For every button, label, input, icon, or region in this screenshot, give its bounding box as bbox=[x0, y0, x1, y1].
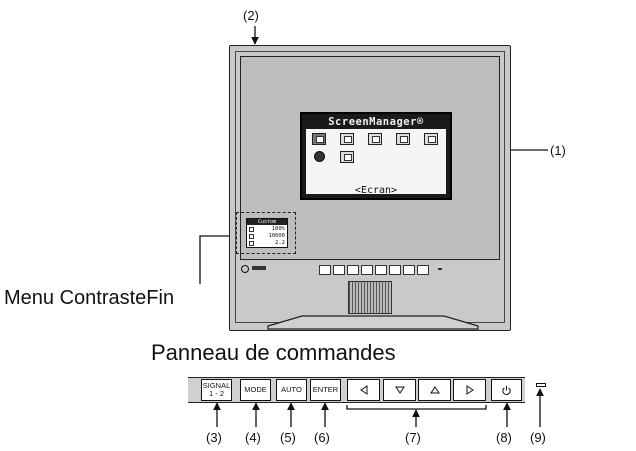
contrastefin-row: 100% bbox=[249, 226, 285, 233]
gamma-icon bbox=[249, 241, 254, 246]
osd-title: ScreenManager® bbox=[328, 116, 424, 128]
power-button[interactable] bbox=[491, 379, 522, 401]
osd-sound-icon bbox=[368, 133, 382, 145]
eizo-logo-icon bbox=[241, 265, 249, 273]
front-button[interactable] bbox=[403, 265, 415, 275]
left-button[interactable] bbox=[347, 379, 380, 401]
osd-language-icon bbox=[314, 151, 325, 162]
power-indicator-led bbox=[536, 383, 546, 387]
bracket-7 bbox=[346, 405, 487, 410]
left-triangle-icon bbox=[359, 385, 367, 395]
callout-1: (1) bbox=[550, 143, 566, 158]
callout-5: (5) bbox=[280, 430, 296, 445]
callout-8: (8) bbox=[496, 430, 512, 445]
osd-color-icon bbox=[340, 133, 354, 145]
contrastefin-title: Custom bbox=[247, 219, 287, 225]
osd-body: <Ecran> bbox=[306, 129, 446, 196]
contrastefin-outline bbox=[236, 212, 296, 254]
up-button[interactable] bbox=[418, 379, 451, 401]
front-button[interactable] bbox=[389, 265, 401, 275]
signal-button[interactable]: SIGNAL 1 - 2 bbox=[201, 379, 232, 401]
control-panel-title: Panneau de commandes bbox=[151, 340, 396, 365]
enter-button[interactable]: ENTER bbox=[310, 379, 341, 401]
stand-neck bbox=[348, 281, 392, 314]
down-triangle-icon bbox=[394, 386, 405, 394]
callout-9: (9) bbox=[530, 430, 546, 445]
down-button[interactable] bbox=[383, 379, 416, 401]
right-button[interactable] bbox=[453, 379, 486, 401]
front-power-led bbox=[438, 268, 442, 270]
auto-button[interactable]: AUTO bbox=[276, 379, 307, 401]
screenmanager-osd: ScreenManager® <Ecran> bbox=[300, 112, 452, 200]
callout-3: (3) bbox=[206, 430, 222, 445]
eizo-wordmark bbox=[252, 266, 266, 270]
front-button[interactable] bbox=[375, 265, 387, 275]
arrow-contrastefin bbox=[199, 232, 237, 284]
front-button[interactable] bbox=[417, 265, 429, 275]
mode-button[interactable]: MODE bbox=[240, 379, 271, 401]
menu-contrastefin-label: Menu ContrasteFin bbox=[4, 287, 175, 309]
brightness-icon bbox=[249, 227, 254, 232]
callout-7: (7) bbox=[405, 430, 421, 445]
right-triangle-icon bbox=[466, 385, 474, 395]
osd-ecran-label: <Ecran> bbox=[354, 185, 398, 196]
front-button[interactable] bbox=[333, 265, 345, 275]
temperature-icon bbox=[249, 234, 254, 239]
callout-4: (4) bbox=[245, 430, 261, 445]
front-button[interactable] bbox=[347, 265, 359, 275]
contrastefin-row: 2.2 bbox=[249, 240, 285, 247]
callout-2: (2) bbox=[243, 8, 259, 23]
callout-6: (6) bbox=[314, 430, 330, 445]
stand-base bbox=[267, 315, 479, 330]
contrastefin-menu: Custom 100% 10000 2.2 bbox=[246, 218, 288, 248]
power-icon bbox=[502, 385, 511, 395]
front-button[interactable] bbox=[319, 265, 331, 275]
osd-user-icon bbox=[424, 133, 438, 145]
contrastefin-row2-value: 10000 bbox=[268, 233, 285, 239]
contrastefin-row1-value: 100% bbox=[271, 226, 285, 232]
front-button[interactable] bbox=[361, 265, 373, 275]
osd-window-icon bbox=[340, 151, 354, 163]
osd-info-icon bbox=[396, 133, 410, 145]
up-triangle-icon bbox=[429, 386, 440, 394]
contrastefin-row3-value: 2.2 bbox=[275, 240, 285, 246]
contrastefin-row: 10000 bbox=[249, 233, 285, 240]
osd-screen-icon bbox=[312, 133, 326, 145]
